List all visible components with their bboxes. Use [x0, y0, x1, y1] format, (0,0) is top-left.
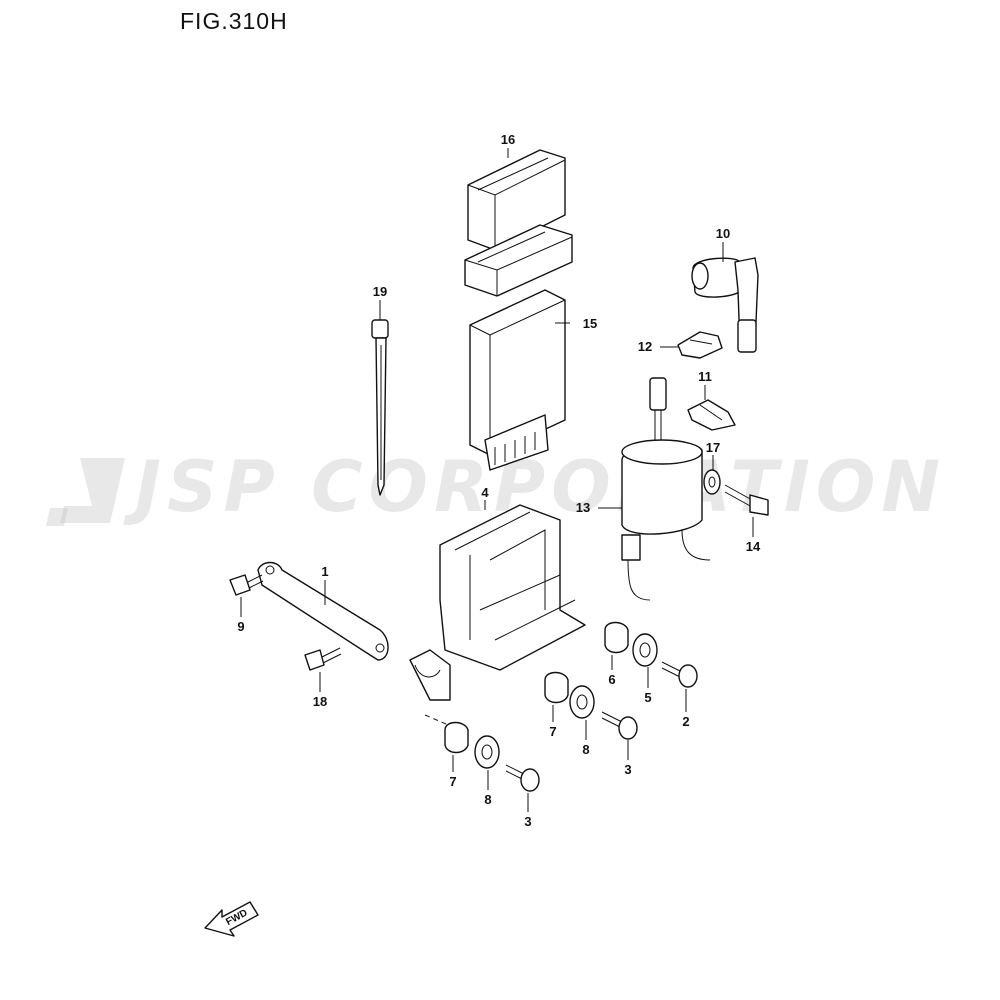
callout-9[interactable]: 9 — [237, 619, 244, 634]
part-3-bolt-upper[interactable] — [601, 711, 638, 740]
callout-1[interactable]: 1 — [321, 564, 328, 579]
callout-4[interactable]: 4 — [481, 485, 489, 500]
part-13-ignition-coil[interactable] — [621, 377, 711, 601]
part-15-ecm[interactable] — [469, 289, 566, 471]
part-5-grommet[interactable] — [632, 633, 658, 667]
callout-10[interactable]: 10 — [716, 226, 730, 241]
callout-7-upper[interactable]: 7 — [549, 724, 556, 739]
part-14-bolt[interactable] — [724, 484, 769, 516]
callout-6[interactable]: 6 — [608, 672, 615, 687]
part-10-plug-cap[interactable] — [691, 257, 759, 353]
callout-5[interactable]: 5 — [644, 690, 651, 705]
part-3-bolt-lower[interactable] — [505, 764, 540, 792]
callout-12[interactable]: 12 — [638, 339, 652, 354]
part-1-stay[interactable] — [257, 561, 389, 661]
part-8-grommet-upper[interactable] — [569, 685, 595, 719]
callout-19[interactable]: 19 — [373, 284, 387, 299]
part-4-holder[interactable] — [409, 504, 586, 731]
part-7-collar-lower[interactable] — [444, 721, 469, 754]
part-2-bolt[interactable] — [661, 661, 698, 688]
fwd-arrow-icon: FWD — [204, 901, 259, 937]
callout-3-upper[interactable]: 3 — [624, 762, 631, 777]
callout-15[interactable]: 15 — [583, 316, 597, 331]
part-8-grommet-lower[interactable] — [474, 735, 500, 769]
part-11-clip[interactable] — [687, 399, 736, 431]
callout-8-lower[interactable]: 8 — [484, 792, 491, 807]
part-6-collar[interactable] — [604, 621, 629, 654]
part-19-cable-tie[interactable] — [371, 319, 389, 496]
callout-3-lower[interactable]: 3 — [524, 814, 531, 829]
part-17-washer[interactable] — [703, 469, 721, 495]
watermark-logo-icon — [46, 458, 125, 526]
callout-14[interactable]: 14 — [746, 539, 761, 554]
part-16-connector-cover[interactable] — [464, 149, 573, 297]
part-18-bolt[interactable] — [304, 647, 342, 671]
part-9-bolt[interactable] — [229, 574, 264, 596]
part-12-clip[interactable] — [677, 331, 723, 359]
callout-8-upper[interactable]: 8 — [582, 742, 589, 757]
callout-2[interactable]: 2 — [682, 714, 689, 729]
callout-17[interactable]: 17 — [706, 440, 720, 455]
callout-16[interactable]: 16 — [501, 132, 515, 147]
callout-18[interactable]: 18 — [313, 694, 327, 709]
callout-7-lower[interactable]: 7 — [449, 774, 456, 789]
figure-title: FIG.310H — [180, 8, 288, 34]
part-7-collar-upper[interactable] — [544, 671, 569, 704]
callout-11[interactable]: 11 — [698, 369, 712, 384]
leader-lines — [240, 148, 754, 812]
callout-13[interactable]: 13 — [576, 500, 590, 515]
